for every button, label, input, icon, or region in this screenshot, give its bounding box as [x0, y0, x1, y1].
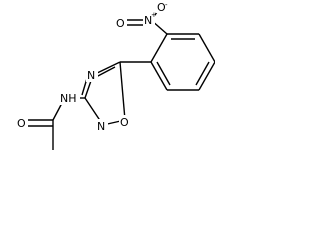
nitro-oxygen-top-label: O: [157, 1, 166, 14]
benzene-bond: [198, 61, 215, 91]
amide-nh-label: NH: [60, 92, 77, 105]
benzene-double-bond: [195, 61, 210, 86]
nitro-nitrogen-charge: +: [151, 11, 157, 19]
benzene-bond: [150, 61, 168, 91]
oxadiazole-double-bond: [95, 66, 116, 78]
benzene-bond: [150, 33, 168, 63]
nh-carbonyl-bond: [52, 102, 63, 121]
benzene-double-bond: [156, 61, 171, 86]
oxadiazole-nitrogen-4-label: N: [87, 69, 95, 82]
benzene-bond: [198, 33, 215, 63]
nitro-oxygen-top-charge: -: [165, 1, 168, 9]
nitro-oxygen-left-label: O: [116, 17, 125, 30]
oxadiazole-oxygen-label: O: [120, 116, 129, 129]
oxadiazole-bond: [119, 61, 126, 121]
chemical-structure-diagram: N + O - O N N O NH O: [16, 0, 215, 150]
oxadiazole-nitrogen-2-label: N: [97, 120, 105, 133]
nitro-nitrogen-label: N: [144, 14, 152, 27]
atom-labels: N + O - O N N O NH O: [16, 0, 168, 133]
carbonyl-oxygen-label: O: [17, 117, 26, 130]
